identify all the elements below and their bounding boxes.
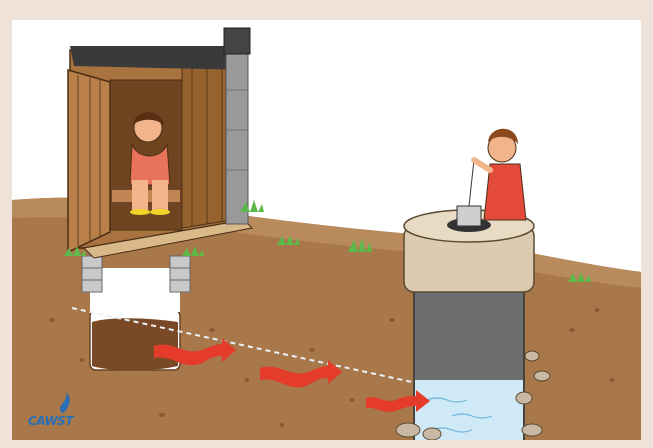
boy-figure	[474, 129, 526, 220]
well-bucket	[457, 206, 481, 226]
vent-pipe	[224, 28, 250, 224]
pit-opening	[90, 268, 180, 312]
latrine-hut	[68, 46, 252, 258]
latrine-roof-mesh	[70, 46, 246, 70]
pit-waste	[92, 318, 178, 370]
contamination-illustration	[12, 20, 641, 440]
illustration-panel: CAWST	[12, 20, 641, 440]
latrine-door	[68, 70, 110, 252]
cawst-logo-text: CAWST	[28, 414, 73, 428]
